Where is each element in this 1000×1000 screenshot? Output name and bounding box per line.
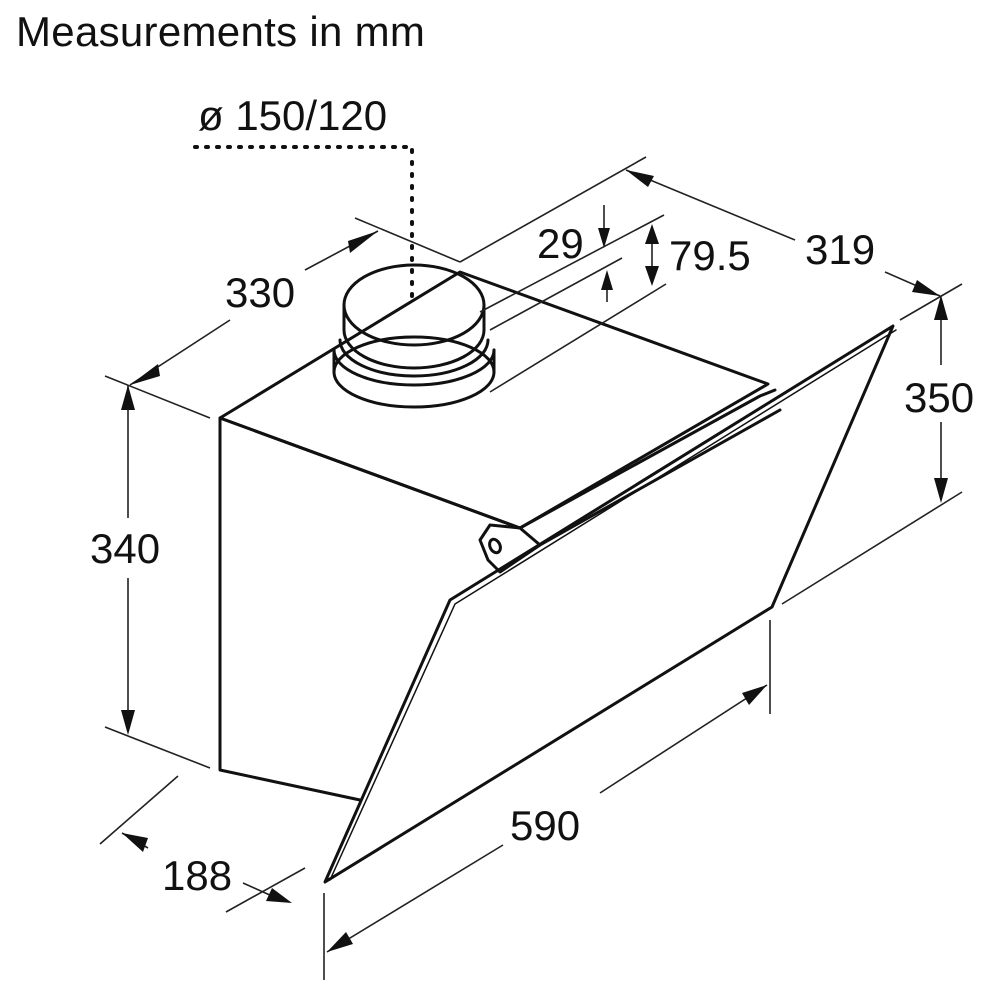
dim-590 [323,620,771,980]
dim-188-label: 188 [162,852,232,899]
hood-body [218,270,782,802]
rail [518,388,777,530]
dim-319 [625,169,963,321]
dim-319-label: 319 [805,226,875,273]
glass-panel [323,324,897,884]
dim-duct-offset [459,156,667,393]
dim-330-label: 330 [225,269,295,316]
top-plate [218,270,770,530]
dim-340 [104,385,211,769]
dim-350 [781,295,963,605]
dim-79-5-label: 79.5 [669,232,751,279]
dim-590-label: 590 [510,802,580,849]
left-face [218,416,362,802]
duct-centerline [193,145,414,307]
bracket-hole [488,537,502,555]
dim-340-label: 340 [90,525,160,572]
dim-188 [99,775,306,913]
dim-350-label: 350 [904,374,974,421]
duct-collar [332,263,496,409]
dim-330 [104,217,461,419]
diagram-title: Measurements in mm [16,8,426,55]
dim-29-label: 29 [537,220,584,267]
duct-diameter-label: ø 150/120 [198,92,387,139]
